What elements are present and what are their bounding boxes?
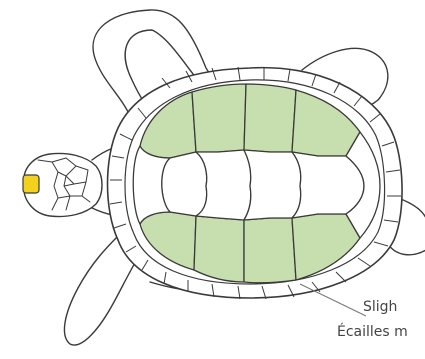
costal-scute-2: [192, 84, 246, 152]
callout-label-line-2: Écailles m: [337, 324, 408, 340]
costal-scute-3: [244, 84, 296, 152]
costal-scute-7: [244, 218, 296, 283]
costal-scute-6: [194, 216, 244, 282]
callout-label-line-1: Sligh: [363, 299, 397, 315]
vertebral-scute-3: [244, 150, 301, 220]
head-scutes: [38, 158, 90, 210]
vertebral-scute-1: [162, 152, 207, 216]
snout-scute-highlight: [23, 175, 39, 193]
callout-leader-line: [300, 284, 366, 316]
